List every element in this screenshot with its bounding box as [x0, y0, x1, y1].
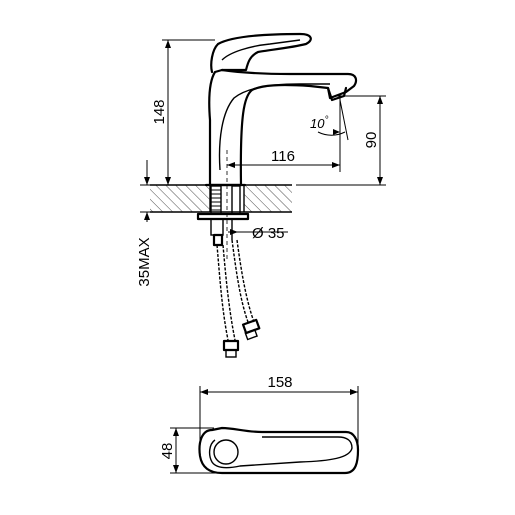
dimension-hole-35: Ø 35 — [228, 225, 288, 242]
faucet-body — [196, 32, 358, 247]
side-view: 148 116 90 10° — [136, 32, 386, 358]
deck-35max-label: 35MAX — [136, 237, 153, 286]
width-48-label: 48 — [159, 443, 176, 460]
hole-35-label: Ø 35 — [252, 225, 285, 242]
dimension-length-158: 158 — [199, 374, 359, 450]
height-148-label: 148 — [151, 99, 168, 124]
spout-height-90-label: 90 — [363, 132, 380, 149]
top-view: 158 48 — [159, 374, 360, 475]
spray-angle-10: 10° — [310, 99, 349, 141]
reach-116-label: 116 — [271, 148, 295, 165]
dimension-reach-116: 116 — [227, 95, 341, 172]
flexible-hoses — [216, 239, 261, 358]
dimension-height-148: 148 — [151, 39, 215, 185]
length-158-label: 158 — [267, 374, 292, 391]
dimension-spout-height-90: 90 — [296, 95, 386, 186]
dimension-width-48: 48 — [159, 427, 224, 474]
threaded-shank — [210, 185, 241, 215]
dimension-deck-35max: 35MAX — [136, 160, 210, 287]
angle-label: 10° — [310, 115, 328, 131]
countertop-section — [150, 184, 292, 213]
top-view-outline — [198, 426, 360, 475]
